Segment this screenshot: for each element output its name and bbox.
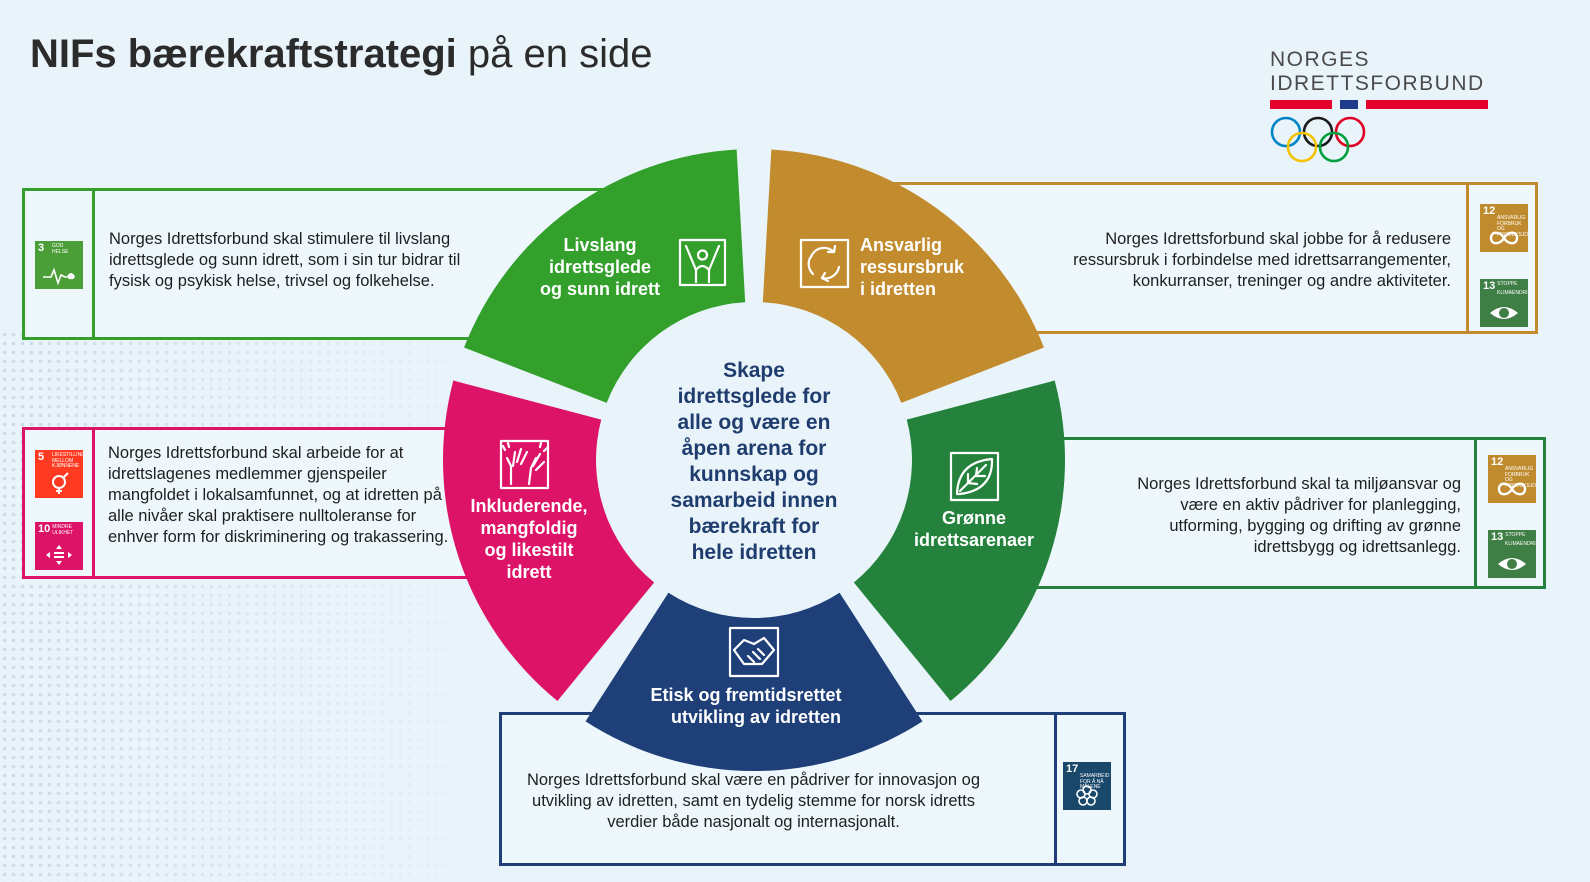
segment-darkgreen [853,380,1066,702]
eye-globe-icon [1498,558,1526,570]
center-line: kunnskap og [689,463,819,486]
box-health-text: Norges Idrettsforbund skal stimulere til… [109,230,461,290]
heartbeat-icon [43,267,75,285]
center-line: idrettsglede for [678,385,831,408]
box-ethics-text: Norges Idrettsforbund skal være en pådri… [526,771,981,831]
segment-label-line: Grønne [942,508,1006,528]
box-divider [1054,715,1057,863]
page-title: NIFs bærekraftstrategi på en side [30,32,653,76]
segment-blue [585,592,923,771]
raised-hands-icon [499,439,550,490]
nif-logo: NORGES IDRETTSFORBUND [1270,48,1500,168]
segment-green [464,149,746,403]
segment-label-line: idrett [507,562,552,582]
logo-line-1: NORGES [1270,48,1371,71]
center-line: samarbeid innen [671,489,838,512]
box-divider [1466,185,1469,331]
box-divider [92,430,95,576]
handshake-icon [728,626,780,678]
segment-label-line: idrettsarenaer [914,530,1034,550]
segment-label-line: mangfoldig [481,518,578,538]
segment-label-line: i idretten [860,279,936,299]
center-line: åpen arena for [682,437,827,460]
segment-darkgreen-label: Grønne idrettsarenaer [914,508,1034,550]
center-line: Skape [723,359,785,382]
leaf-icon [949,451,1000,502]
segment-pink-label: Inkluderende, mangfoldig og likestilt id… [470,496,587,582]
box-inclusion: Norges Idrettsforbund skal arbeide for a… [22,427,482,579]
center-text: Skape idrettsglede for alle og være en å… [671,359,838,564]
dotted-background [0,330,520,882]
center-line: hele idretten [692,541,817,564]
segment-label-line: Inkluderende, [470,496,587,516]
box-inclusion-text: Norges Idrettsforbund skal arbeide for a… [108,444,449,546]
box-ethics: Norges Idrettsforbund skal være en pådri… [499,712,1126,866]
tree-person-icon [678,238,727,287]
logo-line-2: IDRETTSFORBUND [1270,72,1485,95]
recycle-icon [799,238,850,289]
segment-green-label: Livslang idrettsglede og sunn idrett [540,235,660,299]
segment-blue-label: Etisk og fremtidsrettet utvikling av idr… [650,685,841,727]
segment-label-line: Etisk og fremtidsrettet [650,685,841,705]
segment-label-line: og likestilt [484,540,573,560]
equality-icon [46,545,72,565]
box-green-arenas-text: Norges Idrettsforbund skal ta miljøansva… [1137,475,1461,556]
eye-globe-icon [1490,307,1518,319]
infinity-icon [1497,482,1527,496]
gender-icon [52,472,69,494]
logo-flag-bar [1270,100,1500,114]
segment-label-line: og sunn idrett [540,279,660,299]
center-line: alle og være en [678,411,831,434]
segment-ochre-label: Ansvarlig ressursbruk i idretten [860,235,965,299]
olympic-rings-icon [1270,116,1366,163]
flower-icon [1076,785,1098,806]
infinity-icon [1489,231,1519,245]
segment-label-line: Livslang [563,235,636,255]
box-divider [92,191,95,337]
segment-ochre [762,149,1044,403]
segment-label-line: Ansvarlig [860,235,942,255]
segment-label-line: utvikling av idretten [671,707,841,727]
box-divider [1474,440,1477,586]
segment-label-line: idrettsglede [549,257,651,277]
center-line: bærekraft for [689,515,820,538]
segment-label-line: ressursbruk [860,257,965,277]
segment-pink [442,380,655,702]
box-resource-text: Norges Idrettsforbund skal jobbe for å r… [1073,230,1451,290]
